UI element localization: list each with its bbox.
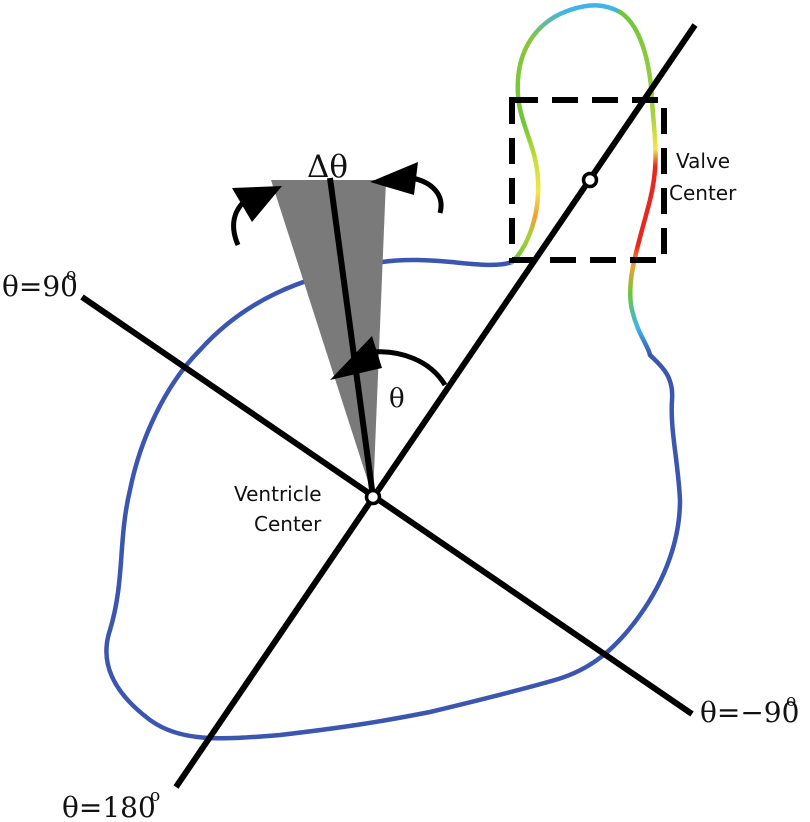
valve-center-label-line2: Center bbox=[669, 181, 737, 205]
axis-90-label: θ=90 o bbox=[2, 265, 78, 303]
delta-theta-right-arrowhead bbox=[370, 162, 418, 195]
theta-arrowhead bbox=[330, 336, 382, 380]
valve-center-marker bbox=[581, 171, 599, 189]
theta-radial-line bbox=[327, 177, 376, 498]
valve-outline-right bbox=[617, 9, 658, 358]
theta-arc bbox=[371, 349, 448, 387]
axis-180-superscript: o bbox=[150, 786, 160, 806]
axis-valve-line bbox=[173, 23, 698, 789]
axis-neg90-label: θ=−90 o bbox=[700, 691, 799, 729]
delta-theta-label: Δθ bbox=[307, 149, 348, 185]
axis-perpendicular-line bbox=[80, 294, 694, 717]
valve-region-box bbox=[509, 97, 667, 263]
valve-outline-top bbox=[567, 3, 623, 15]
theta-label: θ bbox=[389, 384, 405, 414]
axis-neg90-text: θ=−90 bbox=[700, 696, 799, 729]
ventricle-center-label-line1: Ventricle bbox=[234, 482, 322, 506]
delta-theta-left-arrowhead bbox=[232, 186, 282, 222]
ventricle-center-label-line2: Center bbox=[254, 512, 322, 536]
axis-180-label: θ=180 o bbox=[62, 786, 160, 822]
axis-90-text: θ=90 bbox=[2, 270, 78, 303]
axis-neg90-superscript: o bbox=[786, 691, 796, 711]
axis-180-text: θ=180 bbox=[62, 791, 156, 822]
ventricle-outline bbox=[104, 257, 683, 741]
delta-theta-wedge bbox=[271, 180, 386, 497]
axis-90-superscript: o bbox=[66, 265, 76, 285]
delta-theta-right-arc bbox=[411, 175, 444, 214]
valve-center-label-line1: Valve bbox=[676, 149, 730, 173]
valve-outline-left bbox=[509, 7, 573, 265]
ventricle-center-marker bbox=[364, 488, 382, 506]
